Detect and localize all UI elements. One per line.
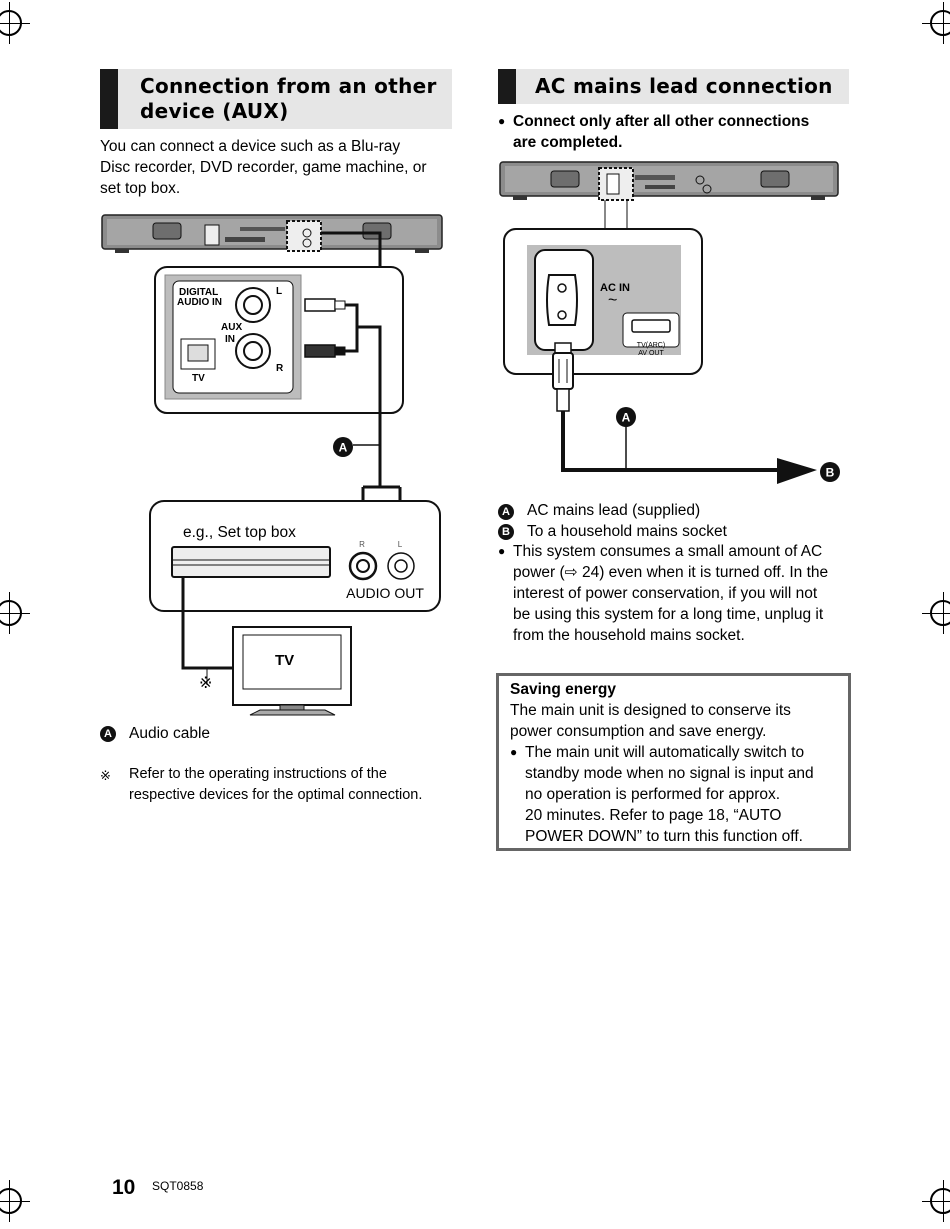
set-top-box-label: e.g., Set top box [183,524,296,541]
marker-a: A [339,441,348,455]
registration-mark [922,2,950,44]
r-label: R [276,363,284,374]
aux-label: IN [225,334,235,345]
legend-a-text: AC mains lead (supplied) [527,502,701,519]
note-text: Refer to the operating instructions of t… [129,766,423,803]
page-number: 10 [112,1176,136,1199]
legend-a-text: Audio cable [129,725,211,742]
heading-bar [100,69,118,129]
bullet-icon: ● [510,745,518,759]
ac-in-label: AC IN [600,282,630,294]
aux-connection-diagram: DIGITAL AUDIO IN TV AUX IN L R A e.g., S… [101,214,443,716]
saving-energy-box: Saving energy The main unit is designed … [496,673,851,851]
registration-mark [922,592,950,634]
legend-a-marker: A [498,504,514,520]
legend-b-text: To a household mains socket [527,523,727,540]
hdmi-label: TV(ARC) [637,342,665,349]
digital-audio-label: DIGITAL [179,287,218,298]
aux-label: AUX [221,322,242,333]
marker-b: B [826,466,835,480]
note-symbol: ※ [100,768,111,783]
saving-energy-title: Saving energy [510,681,616,698]
registration-mark [922,1180,950,1222]
marker-a: A [622,411,631,425]
aux-section-heading: Connection from an other device (AUX) [100,69,452,129]
tv-small-label: TV [192,373,205,384]
registration-mark [0,2,30,44]
doc-code: SQT0858 [152,1179,204,1193]
bullet-icon: ● [498,544,506,558]
plug-l-label: L [398,540,403,549]
ac-connection-diagram: AC IN ~ TV(ARC) AV OUT A B [499,161,840,484]
ac-symbol: ~ [608,292,617,309]
registration-mark [0,1180,30,1222]
heading-bar [498,69,516,104]
registration-mark [0,592,30,634]
hdmi-label: AV OUT [638,350,664,357]
power-note: This system consumes a small amount of A… [513,543,829,644]
audio-out-label: AUDIO OUT [346,585,424,601]
saving-energy-detail: The main unit will automatically switch … [525,744,814,845]
legend-b-marker: B [498,524,514,540]
ac-section-heading: AC mains lead connection [498,69,849,104]
heading-title: AC mains lead connection [535,74,833,98]
bullet-icon: ● [498,114,506,128]
saving-energy-intro: The main unit is designed to conserve it… [510,702,791,740]
aux-intro: You can connect a device such as a Blu-r… [100,138,427,197]
ac-instruction: Connect only after all other connections… [513,113,810,151]
heading-title: Connection from an other device (AUX) [140,74,437,123]
note-symbol: ※ [199,675,212,692]
digital-audio-label: AUDIO IN [177,297,222,308]
plug-r-label: R [359,540,365,549]
tv-label: TV [275,652,294,669]
legend-a-marker: A [100,726,116,742]
l-label: L [276,286,282,297]
